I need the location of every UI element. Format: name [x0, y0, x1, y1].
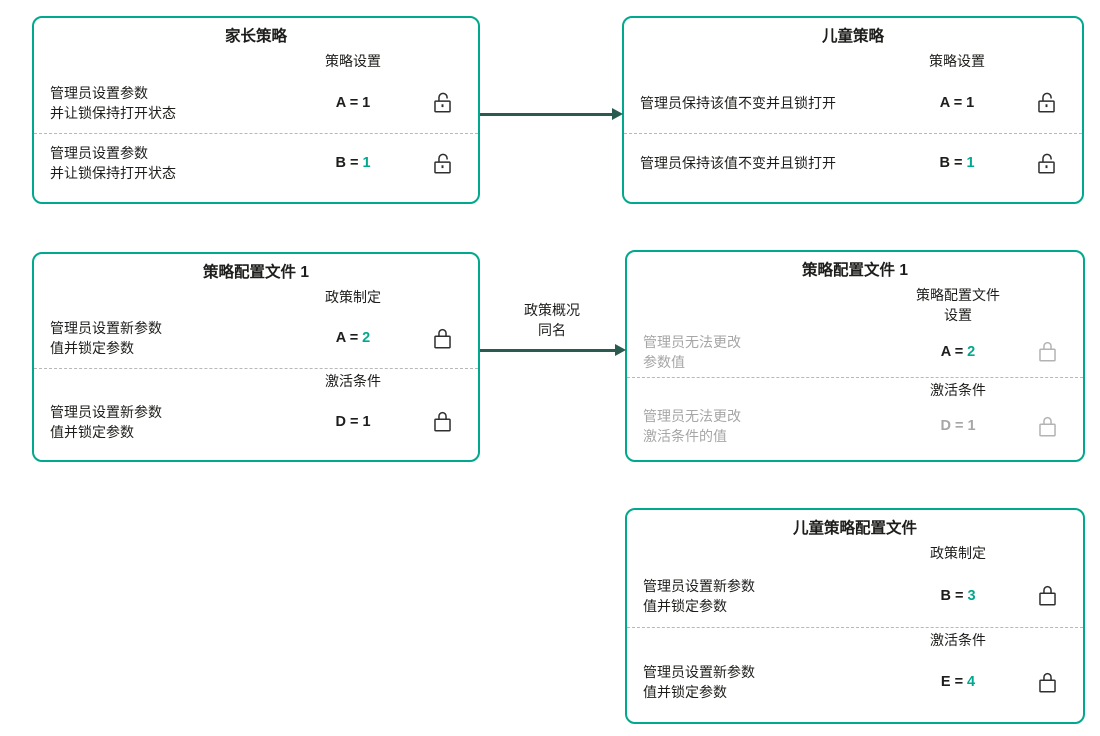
param-name: B = [939, 155, 963, 172]
param-value: 1 [362, 413, 371, 430]
param-name: D = [940, 418, 964, 435]
param-value: 4 [967, 674, 976, 691]
setting-row-a: 管理员无法更改 参数值 A =2 [627, 327, 1083, 377]
row-value: A =2 [294, 330, 412, 346]
row-description: 管理员设置参数 并让锁保持打开状态 [50, 84, 176, 121]
dashed-divider [34, 132, 478, 134]
parent-policy-profile-box: 策略配置文件 1 政策制定 管理员设置新参数 值并锁定参数 A =2 激活条件 … [32, 252, 480, 462]
param-name: A = [940, 343, 964, 360]
profile-settings-heading: 政策制定 [325, 289, 381, 305]
param-name: A = [335, 94, 359, 111]
open-lock-icon [1035, 150, 1058, 177]
policy-settings-heading-row: 策略设置 [34, 49, 478, 73]
dashed-divider [34, 367, 478, 369]
profile-settings-heading-row: 政策制定 [34, 285, 478, 309]
parent-policy-box: 家长策略 策略设置 管理员设置参数 并让锁保持打开状态 A =1 管理员设置参数… [32, 16, 480, 204]
profile-settings-heading-row: 政策制定 [627, 541, 1083, 565]
row-description: 管理员设置新参数 值并锁定参数 [643, 577, 755, 614]
profile-settings-heading: 策略配置文件 设置 [916, 287, 1000, 323]
param-value: 2 [362, 330, 371, 347]
param-value: 1 [967, 418, 976, 435]
closed-lock-icon [431, 325, 454, 352]
row-description: 管理员无法更改 激活条件的值 [643, 408, 741, 445]
closed-lock-icon [1036, 669, 1059, 696]
dashed-divider [627, 376, 1083, 378]
child-policy-profile-title: 儿童策略配置文件 [792, 520, 917, 537]
row-value: B =1 [898, 155, 1016, 171]
closed-lock-icon [1036, 338, 1059, 365]
parent-profile-title: 策略配置文件 1 [203, 264, 309, 281]
policy-settings-heading: 策略设置 [325, 53, 381, 69]
open-lock-icon [431, 89, 454, 116]
row-value: A =2 [899, 344, 1017, 360]
param-value: 2 [967, 343, 976, 360]
row-value: D =1 [294, 414, 412, 430]
profile-arrow-label: 政策概况 同名 [524, 302, 580, 338]
param-name: B = [335, 155, 359, 172]
row-value: A =1 [898, 95, 1016, 111]
param-name: D = [335, 413, 359, 430]
child-profile-title: 策略配置文件 1 [802, 262, 908, 279]
row-value: B =3 [899, 588, 1017, 604]
closed-lock-icon [1036, 413, 1059, 440]
row-description: 管理员设置新参数 值并锁定参数 [50, 320, 162, 357]
setting-row-d: 管理员无法更改 激活条件的值 D =1 [627, 402, 1083, 452]
param-value: 1 [966, 94, 975, 111]
setting-row-e: 管理员设置新参数 值并锁定参数 E =4 [627, 652, 1083, 714]
dashed-divider [627, 626, 1083, 628]
param-name: E = [940, 674, 964, 691]
param-value: 1 [966, 155, 975, 172]
policy-inheritance-arrow [480, 108, 623, 119]
row-description: 管理员设置参数 并让锁保持打开状态 [50, 145, 176, 182]
activation-heading-row: 激活条件 [627, 628, 1083, 652]
parent-policy-title: 家长策略 [224, 28, 287, 45]
dashed-divider [624, 132, 1082, 134]
row-description: 管理员无法更改 参数值 [643, 333, 741, 370]
closed-lock-icon [1036, 582, 1059, 609]
policy-settings-heading: 策略设置 [929, 53, 985, 69]
open-lock-icon [1035, 89, 1058, 116]
row-value: B =1 [294, 155, 412, 171]
row-description: 管理员设置新参数 值并锁定参数 [643, 664, 755, 701]
setting-row-b: 管理员设置参数 并让锁保持打开状态 B =1 [34, 134, 478, 194]
profile-inheritance-arrow [480, 344, 626, 355]
closed-lock-icon [431, 408, 454, 435]
row-description: 管理员保持该值不变并且锁打开 [640, 94, 836, 111]
profile-settings-heading-row: 策略配置文件 设置 [627, 283, 1083, 327]
row-value: D =1 [899, 418, 1017, 434]
activation-heading: 激活条件 [930, 631, 986, 648]
child-policy-title: 儿童策略 [821, 28, 884, 45]
row-value: A =1 [294, 95, 412, 111]
setting-row-d: 管理员设置新参数 值并锁定参数 D =1 [34, 393, 478, 452]
setting-row-a: 管理员设置参数 并让锁保持打开状态 A =1 [34, 73, 478, 133]
profile-settings-heading: 政策制定 [930, 545, 986, 561]
setting-row-b: 管理员保持该值不变并且锁打开 B =1 [624, 134, 1082, 194]
activation-heading: 激活条件 [930, 381, 986, 398]
setting-row-a: 管理员保持该值不变并且锁打开 A =1 [624, 73, 1082, 133]
child-policy-box: 儿童策略 策略设置 管理员保持该值不变并且锁打开 A =1 管理员保持该值不变并… [622, 16, 1084, 204]
row-description: 管理员设置新参数 值并锁定参数 [50, 403, 162, 440]
open-lock-icon [431, 150, 454, 177]
param-value: 1 [362, 94, 371, 111]
param-name: A = [939, 94, 963, 111]
param-name: A = [335, 330, 359, 347]
param-name: B = [940, 587, 964, 604]
activation-heading-row: 激活条件 [627, 378, 1083, 402]
activation-heading: 激活条件 [325, 372, 381, 389]
param-value: 1 [362, 155, 371, 172]
setting-row-a: 管理员设置新参数 值并锁定参数 A =2 [34, 309, 478, 368]
row-value: E =4 [899, 674, 1017, 690]
activation-heading-row: 激活条件 [34, 369, 478, 393]
child-profile-inherited-box: 策略配置文件 1 策略配置文件 设置 管理员无法更改 参数值 A =2 激活条件… [625, 250, 1085, 462]
policy-settings-heading-row: 策略设置 [624, 49, 1082, 73]
child-policy-profile-box: 儿童策略配置文件 政策制定 管理员设置新参数 值并锁定参数 B =3 激活条件 … [625, 508, 1085, 724]
setting-row-b: 管理员设置新参数 值并锁定参数 B =3 [627, 565, 1083, 627]
param-value: 3 [967, 587, 976, 604]
row-description: 管理员保持该值不变并且锁打开 [640, 155, 836, 172]
